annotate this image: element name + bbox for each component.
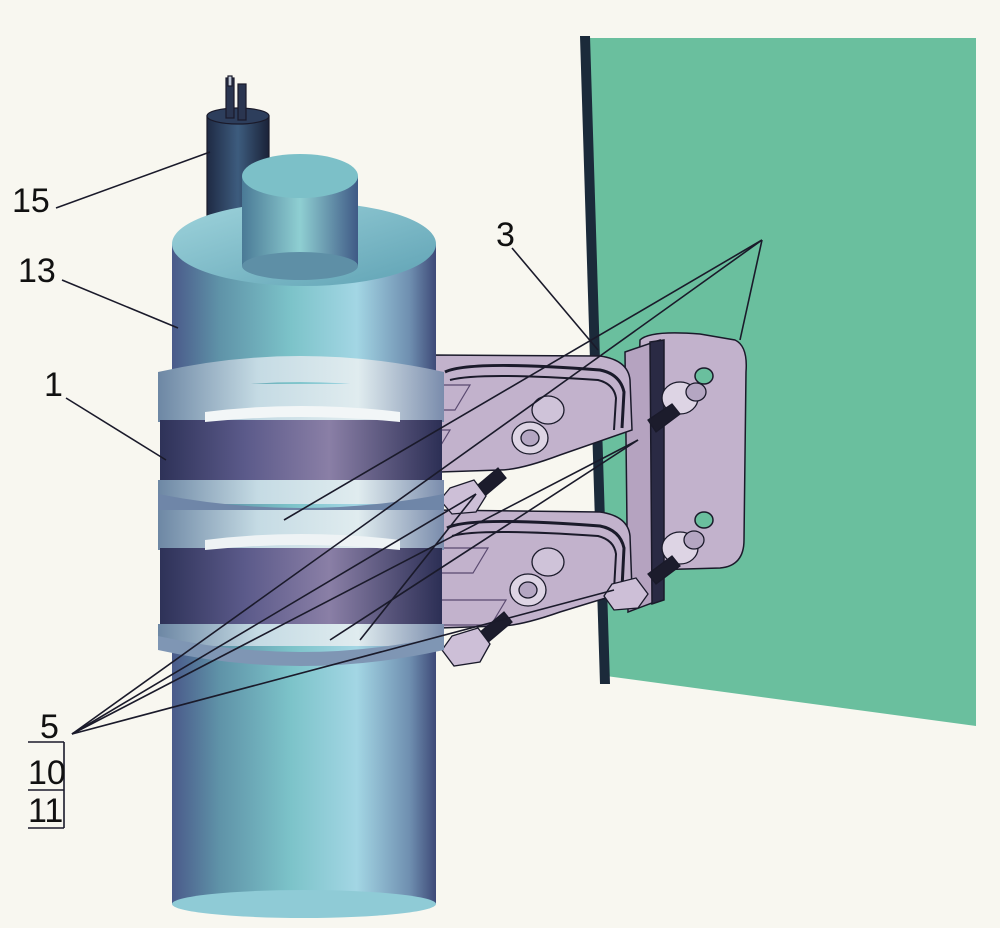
callout-labels: 15 13 1 3 5 10 11: [12, 182, 515, 830]
label-13: 13: [18, 252, 56, 290]
leader-lines: [28, 151, 763, 829]
label-11: 11: [28, 792, 63, 830]
label-3: 3: [496, 216, 515, 254]
label-1: 1: [44, 366, 63, 404]
label-15: 15: [12, 182, 50, 220]
label-5: 5: [40, 708, 59, 746]
label-10: 10: [28, 754, 66, 792]
clamp-bands: [158, 356, 444, 666]
